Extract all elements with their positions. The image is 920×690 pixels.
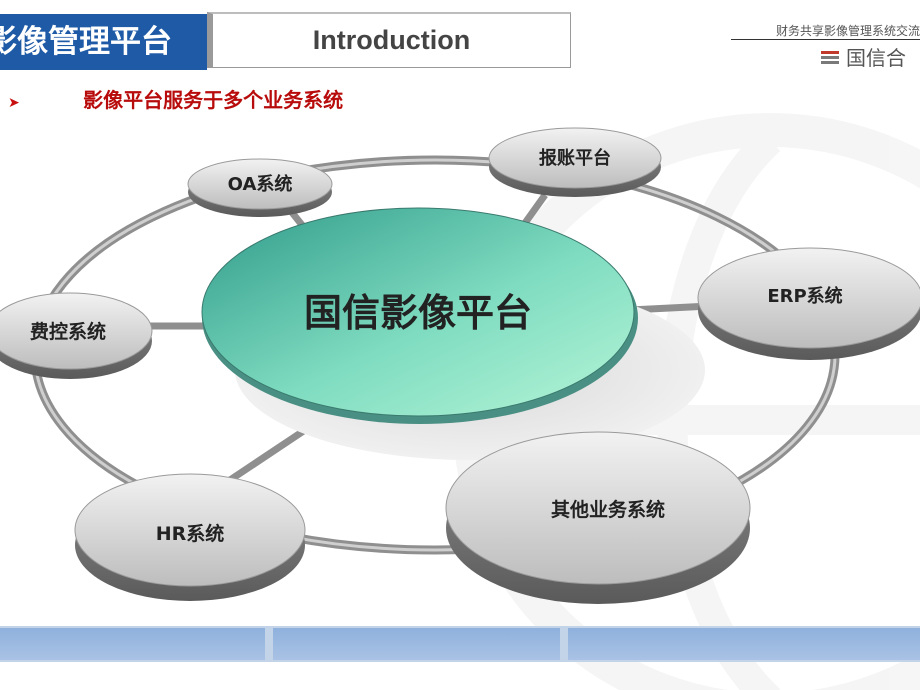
page-title: 影像管理平台 [0, 14, 207, 70]
brand-logo-icon [821, 51, 839, 64]
introduction-heading: Introduction [207, 12, 571, 68]
arrow-bullet-icon: ➤ [8, 95, 20, 111]
footer-segment [273, 628, 560, 660]
bullet-text: 影像平台服务于多个业务系统 [83, 88, 344, 112]
node-hr-label: HR系统 [156, 522, 225, 545]
node-hr: HR系统 [74, 473, 306, 601]
header-note: 财务共享影像管理系统交流 [775, 24, 920, 38]
center-label: 国信影像平台 [304, 291, 532, 335]
node-erp-label: ERP系统 [767, 285, 842, 307]
node-oa-label: OA系统 [228, 173, 293, 195]
footer-segment [0, 628, 265, 660]
bullet-item: ➤ 影像平台服务于多个业务系统 [8, 84, 343, 113]
node-expense-label: 费控系统 [30, 320, 106, 343]
center-node: 国信影像平台 [201, 207, 638, 424]
node-reimburse-label: 报账平台 [539, 147, 611, 169]
node-erp: ERP系统 [697, 247, 920, 360]
brand: 国信合 [820, 42, 906, 71]
node-reimburse: 报账平台 [488, 127, 662, 197]
brand-name: 国信合 [846, 46, 906, 70]
header-divider [731, 39, 920, 40]
node-expense: 费控系统 [0, 292, 153, 379]
node-other: 其他业务系统 [445, 431, 751, 604]
node-other-label: 其他业务系统 [551, 498, 665, 521]
node-oa: OA系统 [187, 158, 333, 217]
footer-segment [568, 628, 920, 660]
